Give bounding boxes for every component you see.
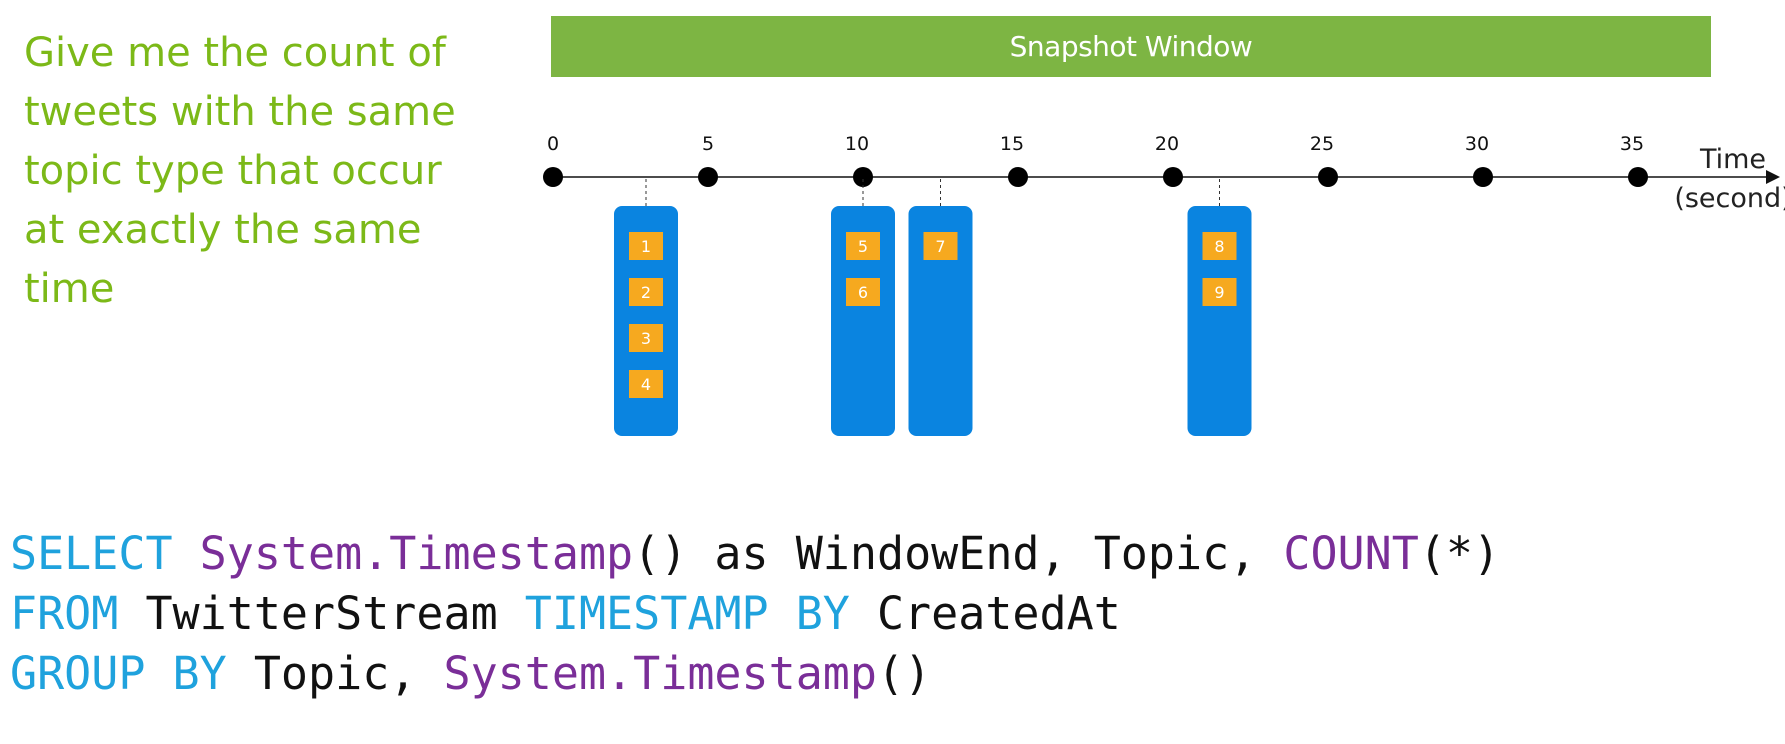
event-box <box>846 278 880 306</box>
snapshot-window-box <box>831 206 895 436</box>
code-text <box>173 527 200 580</box>
event-box <box>1202 232 1237 260</box>
snapshot-window-label: Snapshot Window <box>1009 30 1253 63</box>
code-text: (*) <box>1418 527 1501 580</box>
tick-dot <box>853 167 873 187</box>
event-box <box>1202 278 1237 306</box>
query-code: SELECT System.Timestamp() as WindowEnd, … <box>10 524 1500 704</box>
tick-dot <box>1628 167 1648 187</box>
keyword-from: FROM <box>10 587 119 640</box>
event-box <box>923 232 958 260</box>
tick-label: 25 <box>1310 133 1334 155</box>
tick-label: 10 <box>845 133 869 155</box>
tick-dot <box>1318 167 1338 187</box>
code-text: CreatedAt <box>849 587 1121 640</box>
snapshot-window-box <box>1187 206 1252 436</box>
event-box <box>629 324 663 352</box>
event-label: 3 <box>641 329 651 348</box>
question-text: Give me the count of tweets with the sam… <box>24 30 456 312</box>
snapshot-window-box <box>908 206 973 436</box>
time-axis-title: Time <box>1699 144 1766 175</box>
function-system-timestamp: System.Timestamp <box>443 647 877 700</box>
event-label: 2 <box>641 283 651 302</box>
keyword-timestamp-by: TIMESTAMP BY <box>524 587 850 640</box>
code-text: () <box>876 647 932 700</box>
event-label: 1 <box>641 237 651 256</box>
function-system-timestamp: System.Timestamp <box>199 527 634 580</box>
tick-dot <box>543 167 563 187</box>
event-label: 8 <box>1214 237 1224 256</box>
event-label: 5 <box>858 237 868 256</box>
code-text: Topic, <box>226 647 444 700</box>
snapshot-window-banner: Snapshot Window <box>551 16 1711 77</box>
tick-label: 0 <box>547 133 559 155</box>
event-box <box>629 232 663 260</box>
event-box <box>629 370 663 398</box>
time-axis-unit: (second) <box>1674 183 1785 214</box>
event-label: 7 <box>935 237 945 256</box>
event-label: 4 <box>641 375 651 394</box>
query-line-3: GROUP BY Topic, System.Timestamp() <box>10 647 931 700</box>
code-text: () as WindowEnd, Topic, <box>633 527 1284 580</box>
tick-label: 20 <box>1155 133 1179 155</box>
keyword-group-by: GROUP BY <box>10 647 227 700</box>
tick-dot <box>698 167 718 187</box>
tick-label: 15 <box>1000 133 1024 155</box>
tick-label: 5 <box>702 133 714 155</box>
tick-label: 30 <box>1465 133 1489 155</box>
event-label: 6 <box>858 283 868 302</box>
keyword-select: SELECT <box>10 527 173 580</box>
event-label: 9 <box>1214 283 1224 302</box>
tick-dot <box>1473 167 1493 187</box>
event-box <box>629 278 663 306</box>
code-text: TwitterStream <box>118 587 525 640</box>
function-count: COUNT <box>1283 527 1419 580</box>
tick-dot <box>1008 167 1028 187</box>
tick-label: 35 <box>1620 133 1644 155</box>
query-line-1: SELECT System.Timestamp() as WindowEnd, … <box>10 527 1500 580</box>
tick-dot <box>1163 167 1183 187</box>
time-axis-arrow-icon <box>1766 170 1780 184</box>
event-box <box>846 232 880 260</box>
query-line-2: FROM TwitterStream TIMESTAMP BY CreatedA… <box>10 587 1121 640</box>
